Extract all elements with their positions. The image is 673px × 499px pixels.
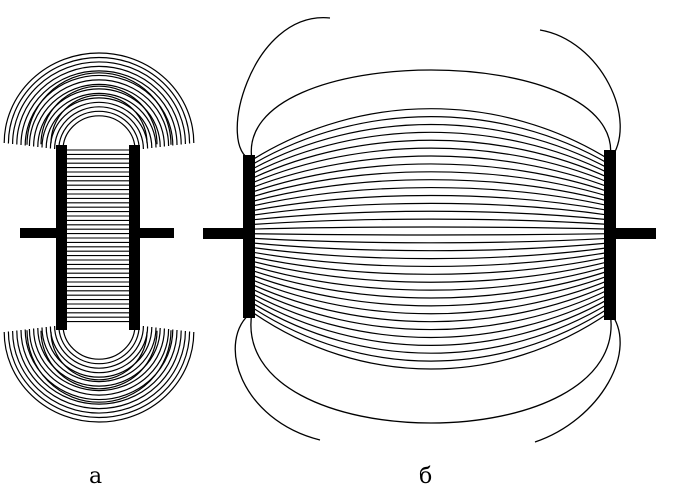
field-line-fringe-bottom xyxy=(7,331,191,419)
field-line-between-plates xyxy=(251,139,611,179)
panel-a-narrow-capacitor xyxy=(3,52,195,423)
field-line-fringe-outer xyxy=(534,311,621,443)
field-line-between-plates xyxy=(251,251,611,268)
field-line-between-plates xyxy=(251,226,611,230)
lead-wire-right xyxy=(614,228,656,239)
field-line-fringe-bottom xyxy=(12,330,186,414)
field-line-fringe-bottom xyxy=(3,331,195,423)
field-line-between-plates xyxy=(251,210,611,221)
field-line-between-plates xyxy=(251,179,611,203)
field-line-fringe-top xyxy=(7,56,191,144)
capacitor-plate-right xyxy=(129,145,140,330)
field-line-fringe-top xyxy=(37,88,161,148)
field-line-fringe-outer xyxy=(250,69,612,161)
panel-b-wide-capacitor xyxy=(203,17,656,443)
field-line-fringe-top xyxy=(28,79,170,147)
field-line-fringe-bottom-outer xyxy=(50,331,148,381)
field-line-fringe-top xyxy=(41,92,157,148)
field-line-between-plates xyxy=(251,297,611,346)
lead-wire-left xyxy=(20,228,58,238)
field-line-between-plates xyxy=(251,194,611,212)
field-line-between-plates xyxy=(251,233,611,236)
capacitor-plate-right xyxy=(604,150,616,320)
field-line-fringe-outer xyxy=(250,311,612,424)
field-line-fringe-bottom xyxy=(58,325,140,365)
field-line-fringe-top xyxy=(16,65,182,145)
panel-b-caption: б xyxy=(419,464,433,489)
field-line-fringe-top xyxy=(62,115,136,151)
capacitor-plate-left xyxy=(56,145,67,330)
field-line-fringe-top xyxy=(20,70,178,146)
field-line-fringe-top-outer xyxy=(50,94,148,144)
field-line-fringe-bottom xyxy=(28,328,170,396)
field-line-fringe-outer xyxy=(539,29,621,161)
field-line-between-plates xyxy=(251,218,611,226)
field-line-between-plates xyxy=(251,147,611,184)
field-line-fringe-top-outer xyxy=(40,85,158,145)
panel-a-caption: а xyxy=(89,464,103,489)
field-line-fringe-bottom xyxy=(49,326,149,374)
field-line-between-plates xyxy=(251,116,611,166)
field-line-fringe-bottom xyxy=(37,327,161,387)
field-line-fringe-bottom xyxy=(54,325,144,369)
field-line-between-plates xyxy=(251,302,611,354)
field-line-fringe-bottom xyxy=(41,327,157,383)
field-line-fringe-bottom xyxy=(33,328,165,392)
field-line-between-plates xyxy=(251,108,611,161)
field-line-between-plates xyxy=(251,123,611,170)
field-line-fringe-bottom-outer xyxy=(26,330,172,403)
field-line-fringe-bottom xyxy=(45,326,153,378)
field-line-between-plates xyxy=(251,311,611,370)
capacitor-plate-left xyxy=(243,155,255,318)
field-line-fringe-bottom xyxy=(62,324,136,360)
field-line-fringe-outer xyxy=(234,311,321,441)
field-line-between-plates xyxy=(251,279,611,315)
field-line-fringe-top xyxy=(58,110,140,150)
field-line-fringe-top xyxy=(45,97,153,149)
field-line-fringe-bottom xyxy=(20,329,178,405)
field-line-between-plates xyxy=(251,186,611,207)
field-line-fringe-outer xyxy=(236,17,331,161)
field-line-between-plates xyxy=(251,265,611,291)
field-line-between-plates xyxy=(251,171,611,198)
lead-wire-left xyxy=(203,228,245,239)
field-line-between-plates xyxy=(251,163,611,193)
field-line-between-plates xyxy=(251,237,611,244)
field-line-between-plates xyxy=(251,242,611,252)
field-line-between-plates xyxy=(251,131,611,175)
field-line-fringe-top xyxy=(12,61,186,145)
lead-wire-right xyxy=(138,228,174,238)
field-line-between-plates xyxy=(251,269,611,299)
field-line-fringe-bottom-outer xyxy=(40,330,158,390)
field-line-between-plates xyxy=(251,283,611,323)
field-line-fringe-top-outer xyxy=(26,72,172,145)
field-line-fringe-top xyxy=(33,83,165,147)
field-line-fringe-top xyxy=(3,52,195,144)
field-line-between-plates xyxy=(251,293,611,339)
field-line-between-plates xyxy=(251,260,611,283)
field-line-between-plates xyxy=(251,288,611,331)
field-line-between-plates xyxy=(251,274,611,307)
field-line-between-plates xyxy=(251,202,611,216)
field-line-between-plates xyxy=(251,155,611,189)
field-line-between-plates xyxy=(251,306,611,362)
field-line-between-plates xyxy=(251,256,611,275)
field-line-fringe-top xyxy=(49,101,149,149)
field-line-fringe-bottom xyxy=(16,330,182,410)
field-line-between-plates xyxy=(251,246,611,260)
field-line-fringe-top xyxy=(54,106,144,150)
